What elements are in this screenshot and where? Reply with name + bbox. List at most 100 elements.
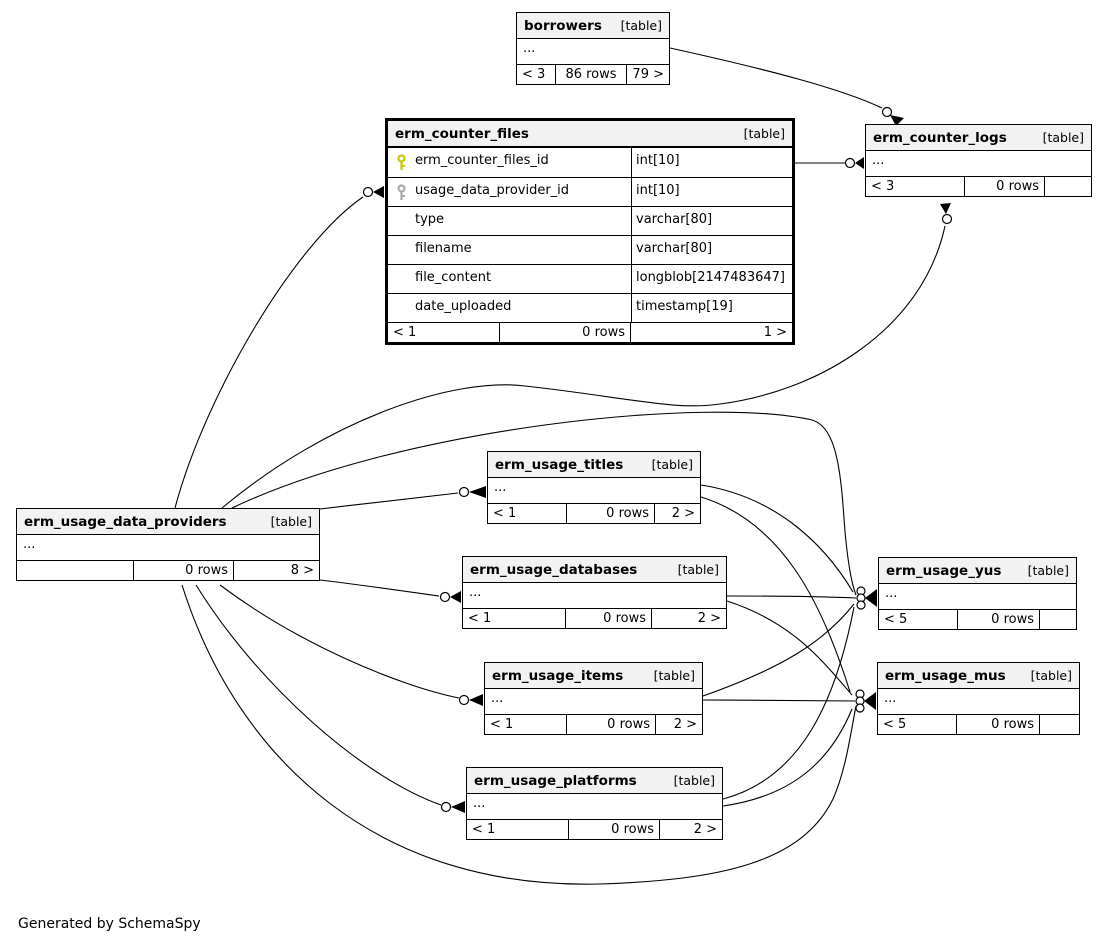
column-type: timestamp[19] <box>631 294 792 322</box>
collapsed-columns-ellipsis: ... <box>872 153 885 168</box>
generator-note: Generated by SchemaSpy <box>18 916 201 932</box>
table-type-tag: [table] <box>653 668 695 683</box>
table-erm_usage_yus-header[interactable]: erm_usage_yus [table] <box>879 558 1076 584</box>
row-count: 0 rows <box>964 177 1044 196</box>
table-type-tag: [table] <box>620 18 662 33</box>
row-count: 86 rows <box>555 65 626 84</box>
collapsed-columns-ellipsis: ... <box>884 691 897 706</box>
edge-erm_usage_data_providers-to-erm_usage_platforms <box>195 584 465 813</box>
table-name[interactable]: erm_usage_titles <box>495 456 624 473</box>
table-name[interactable]: erm_usage_mus <box>885 667 1006 684</box>
column-row[interactable]: file_content longblob[2147483647] <box>388 264 792 293</box>
edge-erm_usage_data_providers-to-erm_usage_yus <box>231 411 857 596</box>
collapsed-columns-ellipsis: ... <box>885 586 898 601</box>
table-erm_counter_files-header[interactable]: erm_counter_files [table] <box>388 121 792 148</box>
collapsed-columns-ellipsis: ... <box>523 41 536 56</box>
edge-erm_usage_data_providers-to-erm_counter_logs <box>221 203 953 509</box>
table-name[interactable]: erm_usage_databases <box>470 561 638 578</box>
edge-erm_usage_data_providers-to-erm_counter_files <box>174 186 384 509</box>
table-footer: < 5 0 rows <box>879 609 1076 629</box>
table-name[interactable]: erm_usage_data_providers <box>24 513 227 530</box>
table-footer: < 1 0 rows 1 > <box>388 322 792 342</box>
table-name[interactable]: borrowers <box>524 17 602 34</box>
table-borrowers-header[interactable]: borrowers [table] <box>517 13 669 39</box>
children-count: 2 > <box>654 504 700 523</box>
column-name: usage_data_provider_id <box>415 183 570 198</box>
table-type-tag: [table] <box>1042 130 1084 145</box>
row-count: 0 rows <box>133 561 233 580</box>
table-name[interactable]: erm_usage_yus <box>886 562 1002 579</box>
table-name[interactable]: erm_counter_files <box>395 125 529 142</box>
column-type: varchar[80] <box>631 207 792 235</box>
table-erm_counter_files[interactable]: erm_counter_files [table] erm_counter_fi… <box>385 118 795 345</box>
parents-count: < 3 <box>522 67 546 82</box>
edge-erm_usage_databases-to-erm_usage_yus <box>726 595 857 599</box>
children-count: 1 > <box>630 323 792 342</box>
table-erm_usage_databases[interactable]: erm_usage_databases [table] ... < 1 0 ro… <box>462 556 727 629</box>
table-type-tag: [table] <box>270 514 312 529</box>
parents-count <box>17 561 133 580</box>
edge-erm_counter_files-to-erm_counter_logs <box>795 157 864 169</box>
column-type: int[10] <box>631 178 792 206</box>
table-footer: < 3 86 rows 79 > <box>517 64 669 84</box>
parents-count: < 5 <box>884 612 908 627</box>
table-borrowers[interactable]: borrowers [table] ... < 3 86 rows 79 > <box>516 12 670 85</box>
children-count: 79 > <box>626 65 669 84</box>
column-type: longblob[2147483647] <box>631 265 792 293</box>
table-name[interactable]: erm_usage_platforms <box>474 772 637 789</box>
table-erm_usage_mus-header[interactable]: erm_usage_mus [table] <box>878 663 1079 689</box>
edge-erm_usage_platforms-to-erm_usage_yus <box>722 606 855 800</box>
foreign-key-icon <box>397 184 406 200</box>
edge-erm_usage_titles-to-erm_usage_mus <box>700 496 851 693</box>
table-type-tag: [table] <box>673 773 715 788</box>
column-row[interactable]: date_uploaded timestamp[19] <box>388 293 792 322</box>
column-row[interactable]: filename varchar[80] <box>388 235 792 264</box>
table-erm_usage_data_providers-header[interactable]: erm_usage_data_providers [table] <box>17 509 319 535</box>
table-erm_usage_titles[interactable]: erm_usage_titles [table] ... < 1 0 rows … <box>487 451 701 524</box>
edge-erm_usage_databases-to-erm_usage_mus <box>726 600 853 696</box>
table-type-tag: [table] <box>1030 668 1072 683</box>
table-erm_usage_items[interactable]: erm_usage_items [table] ... < 1 0 rows 2… <box>484 662 703 735</box>
column-row[interactable]: type varchar[80] <box>388 206 792 235</box>
column-name: type <box>415 212 445 227</box>
table-erm_usage_items-header[interactable]: erm_usage_items [table] <box>485 663 702 689</box>
table-name[interactable]: erm_counter_logs <box>873 129 1007 146</box>
column-name: erm_counter_files_id <box>415 153 549 168</box>
collapsed-columns-ellipsis: ... <box>469 585 482 600</box>
table-type-tag: [table] <box>743 126 785 141</box>
children-count <box>1039 715 1079 734</box>
table-erm_usage_yus[interactable]: erm_usage_yus [table] ... < 5 0 rows <box>878 557 1077 630</box>
row-count: 0 rows <box>957 610 1039 629</box>
table-erm_usage_titles-header[interactable]: erm_usage_titles [table] <box>488 452 700 478</box>
table-footer: < 1 0 rows 2 > <box>467 819 722 839</box>
table-footer: 0 rows 8 > <box>17 560 319 580</box>
children-count: 8 > <box>233 561 319 580</box>
children-count: 2 > <box>659 820 722 839</box>
edge-erm_usage_data_providers-to-erm_usage_databases <box>319 579 461 603</box>
table-erm_usage_data_providers[interactable]: erm_usage_data_providers [table] ... 0 r… <box>16 508 320 581</box>
table-erm_usage_databases-header[interactable]: erm_usage_databases [table] <box>463 557 726 583</box>
edge-erm_usage_data_providers-to-erm_usage_items <box>219 584 483 706</box>
table-footer: < 3 0 rows <box>866 176 1091 196</box>
table-name[interactable]: erm_usage_items <box>492 667 624 684</box>
table-erm_counter_logs[interactable]: erm_counter_logs [table] ... < 3 0 rows <box>865 124 1092 197</box>
children-count: 2 > <box>655 715 702 734</box>
table-erm_usage_platforms[interactable]: erm_usage_platforms [table] ... < 1 0 ro… <box>466 767 723 840</box>
column-row[interactable]: erm_counter_files_id int[10] <box>388 148 792 177</box>
column-type: int[10] <box>631 148 792 177</box>
connector-cluster-erm_usage_yus <box>856 586 877 610</box>
table-erm_counter_logs-header[interactable]: erm_counter_logs [table] <box>866 125 1091 151</box>
table-erm_usage_mus[interactable]: erm_usage_mus [table] ... < 5 0 rows <box>877 662 1080 735</box>
children-count <box>1039 610 1076 629</box>
parents-count: < 1 <box>493 506 517 521</box>
table-erm_usage_platforms-header[interactable]: erm_usage_platforms [table] <box>467 768 722 794</box>
collapsed-columns-ellipsis: ... <box>494 480 507 495</box>
row-count: 0 rows <box>956 715 1039 734</box>
edge-erm_usage_data_providers-to-erm_usage_titles <box>319 486 486 510</box>
children-count: 2 > <box>651 609 726 628</box>
column-row[interactable]: usage_data_provider_id int[10] <box>388 177 792 206</box>
parents-count: < 1 <box>468 611 492 626</box>
column-type: varchar[80] <box>631 236 792 264</box>
table-type-tag: [table] <box>651 457 693 472</box>
